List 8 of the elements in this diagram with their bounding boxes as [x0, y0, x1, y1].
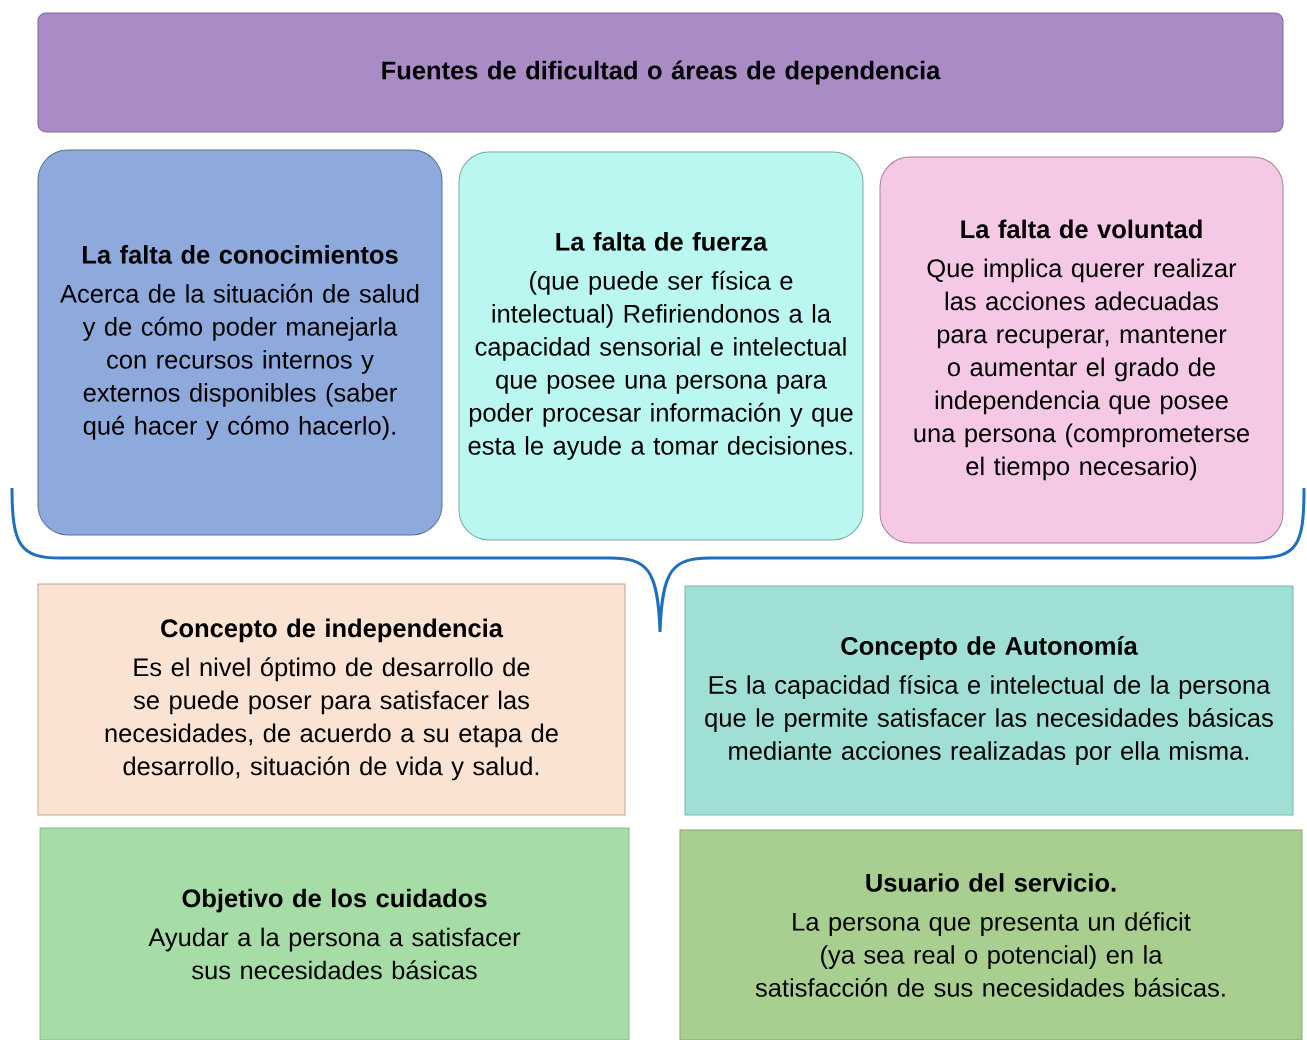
text-box: La falta de voluntad Que implica querer realizar las acciones adecuadas para recuperar, mantener o aumentar el grado de independencia que posee una persona (comprometerse el tiempo necesario)	[879, 156, 1284, 544]
text-box: Objetivo de los cuidados Ayudar a la persona a satisfacer sus necesidades básicas	[39, 827, 630, 1040]
text-box: La falta de fuerza (que puede ser física e intelectual) Refiriendonos a la capacidad sensorial e intelectual que posee una persona para poder procesar información y que esta le ayude a tomar decisiones.	[458, 151, 864, 541]
text-box: Usuario del servicio. La persona que presenta un déficit (ya sea real o potencial) en la satisfacción de sus necesidades básicas.	[679, 829, 1303, 1040]
text-box: La falta de conocimientos Acerca de la situación de salud y de cómo poder manejarla con recursos internos y externos disponibles (saber qué hacer y cómo hacerlo).	[37, 149, 443, 536]
text-box: Concepto de independencia Es el nivel óptimo de desarrollo de se puede poser para satisfacer las necesidades, de acuerdo a su etapa de desarrollo, situación de vida y salud.	[37, 583, 626, 816]
title-box: Fuentes de dificultad o áreas de dependencia	[37, 12, 1284, 133]
text-box: Concepto de Autonomía Es la capacidad física e intelectual de la persona que le permite satisfacer las necesidades básicas mediante acciones realizadas por ella misma.	[684, 585, 1294, 816]
